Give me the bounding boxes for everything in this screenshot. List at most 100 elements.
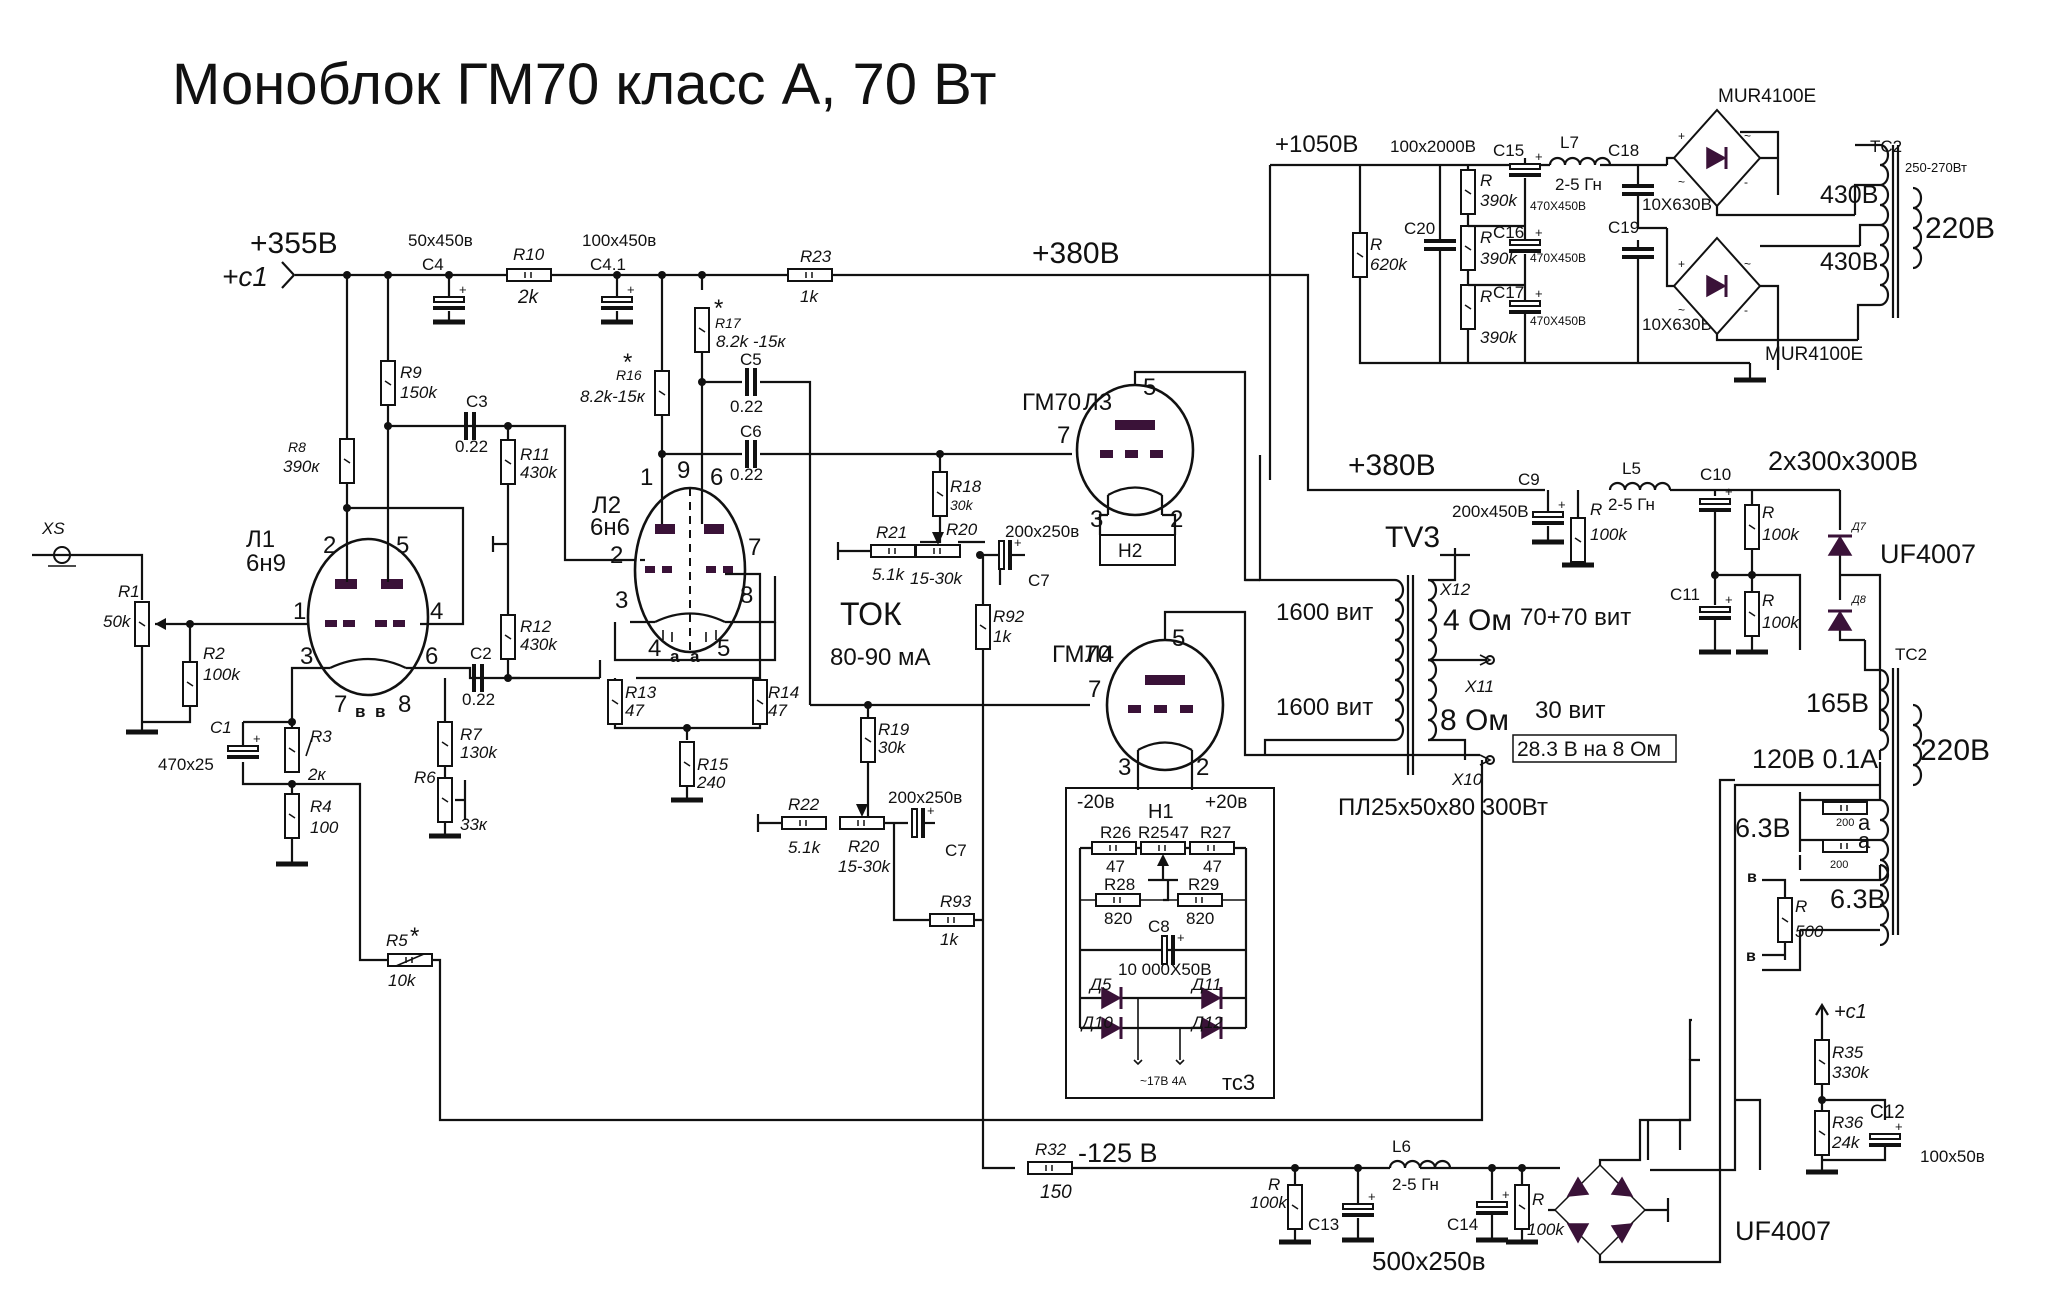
svg-text:430k: 430k bbox=[520, 635, 558, 654]
svg-text:R14: R14 bbox=[768, 683, 799, 702]
svg-text:Д11: Д11 bbox=[1190, 975, 1222, 994]
svg-text:R26: R26 bbox=[1100, 823, 1131, 842]
svg-text:C13: C13 bbox=[1308, 1215, 1339, 1234]
tube-l1: Л1 6н9 2 5 1 4 3 6 7 8 в в bbox=[246, 526, 443, 721]
svg-text:5: 5 bbox=[717, 635, 730, 662]
svg-text:330k: 330k bbox=[1832, 1063, 1870, 1082]
c14-capacitor: C14 500x250в bbox=[1372, 1185, 1512, 1276]
c15-capacitor: C15 470X450В bbox=[1493, 141, 1586, 213]
diode-d7: Д7 bbox=[1826, 521, 1867, 557]
bridge-mur1: +~ ~- MUR4100E bbox=[1672, 86, 1816, 208]
svg-text:1600 вит: 1600 вит bbox=[1276, 694, 1373, 721]
svg-text:C15: C15 bbox=[1493, 141, 1524, 160]
svg-text:8: 8 bbox=[740, 582, 753, 609]
r20b-potentiometer[interactable]: R20 15-30k bbox=[838, 804, 891, 876]
svg-text:+c1: +c1 bbox=[1834, 1001, 1867, 1023]
svg-text:R: R bbox=[1532, 1190, 1544, 1209]
rfil-potentiometer[interactable]: R 500 bbox=[1777, 897, 1824, 943]
svg-text:L7: L7 bbox=[1560, 133, 1579, 152]
l6-choke: L62-5 Гн bbox=[1388, 1137, 1452, 1194]
svg-text:~: ~ bbox=[1744, 129, 1751, 143]
svg-text:R16: R16 bbox=[616, 367, 642, 383]
svg-text:R18: R18 bbox=[950, 477, 982, 496]
svg-text:15-30k: 15-30k bbox=[838, 857, 891, 876]
diode-d11: Д11 bbox=[1190, 975, 1223, 1011]
r20a-potentiometer[interactable]: R20 15-30k bbox=[910, 520, 978, 588]
r12-resistor: R12 430k bbox=[500, 614, 558, 660]
input-jack[interactable]: XS bbox=[32, 519, 144, 600]
r18-resistor: R18 30k bbox=[932, 471, 982, 517]
svg-text:R: R bbox=[1480, 287, 1492, 306]
svg-text:4 Ом: 4 Ом bbox=[1443, 604, 1512, 637]
svg-text:3: 3 bbox=[1090, 506, 1103, 533]
svg-text:Д10: Д10 bbox=[1080, 1013, 1113, 1032]
svg-text:+1050В: +1050В bbox=[1275, 131, 1358, 158]
svg-text:R: R bbox=[1795, 897, 1807, 916]
svg-text:165В: 165В bbox=[1806, 688, 1869, 718]
r2-resistor: R2 100k bbox=[182, 644, 241, 707]
svg-text:C14: C14 bbox=[1447, 1215, 1478, 1234]
svg-text:5: 5 bbox=[1172, 625, 1185, 652]
svg-text:TV3: TV3 bbox=[1385, 521, 1440, 554]
svg-text:4: 4 bbox=[648, 635, 661, 662]
svg-text:TC2: TC2 bbox=[1895, 645, 1927, 664]
svg-text:+: + bbox=[1678, 257, 1685, 271]
r23-resistor: R23 1k bbox=[787, 247, 833, 306]
svg-text:R93: R93 bbox=[940, 892, 972, 911]
rail-380v-b-label: +380В bbox=[1348, 449, 1436, 482]
r5-resistor: R5 * 10k bbox=[386, 923, 433, 990]
svg-text:R13: R13 bbox=[625, 683, 657, 702]
c3-capacitor: C3 0.22 bbox=[455, 392, 488, 456]
svg-text:а: а bbox=[1858, 828, 1871, 853]
c13-capacitor: C13 bbox=[1308, 1187, 1378, 1240]
svg-text:C4.1: C4.1 bbox=[590, 255, 626, 274]
c11-capacitor: C11 bbox=[1670, 585, 1735, 652]
svg-text:тс3: тс3 bbox=[1222, 1070, 1255, 1095]
svg-text:9: 9 bbox=[677, 457, 690, 484]
r8-resistor: R8 390к bbox=[283, 438, 355, 484]
r6-potentiometer[interactable]: R6 33к bbox=[414, 768, 488, 836]
svg-text:C2: C2 bbox=[470, 644, 492, 663]
svg-text:C11: C11 bbox=[1670, 585, 1700, 604]
svg-text:390k: 390k bbox=[1480, 249, 1518, 268]
svg-text:*: * bbox=[623, 349, 632, 376]
svg-text:а: а bbox=[1858, 810, 1871, 835]
svg-text:2: 2 bbox=[610, 542, 623, 569]
svg-text:7: 7 bbox=[1088, 676, 1101, 703]
svg-text:~: ~ bbox=[1744, 257, 1751, 271]
svg-text:R32: R32 bbox=[1035, 1140, 1067, 1159]
svg-text:7: 7 bbox=[334, 691, 347, 718]
diode-d10: Д10 bbox=[1080, 1013, 1123, 1041]
svg-text:470X450В: 470X450В bbox=[1530, 199, 1586, 213]
svg-text:R1: R1 bbox=[118, 582, 140, 601]
r17-resistor: * R17 8.2k -15к bbox=[694, 295, 786, 353]
r1-potentiometer[interactable]: R1 50k bbox=[103, 582, 194, 732]
c6-capacitor: C6 0.22 bbox=[730, 422, 763, 484]
svg-text:R: R bbox=[1480, 171, 1492, 190]
r7-resistor: R7 130k bbox=[437, 721, 498, 767]
svg-text:7: 7 bbox=[1057, 422, 1070, 449]
svg-text:в: в bbox=[355, 702, 365, 721]
svg-text:10X630В: 10X630В bbox=[1642, 195, 1712, 214]
svg-text:500x250в: 500x250в bbox=[1372, 1246, 1486, 1276]
r13-resistor: R13 47 bbox=[607, 679, 657, 725]
svg-text:620k: 620k bbox=[1370, 255, 1408, 274]
svg-text:а: а bbox=[670, 647, 680, 666]
svg-text:-20в: -20в bbox=[1077, 792, 1115, 813]
svg-text:C16: C16 bbox=[1493, 223, 1524, 242]
